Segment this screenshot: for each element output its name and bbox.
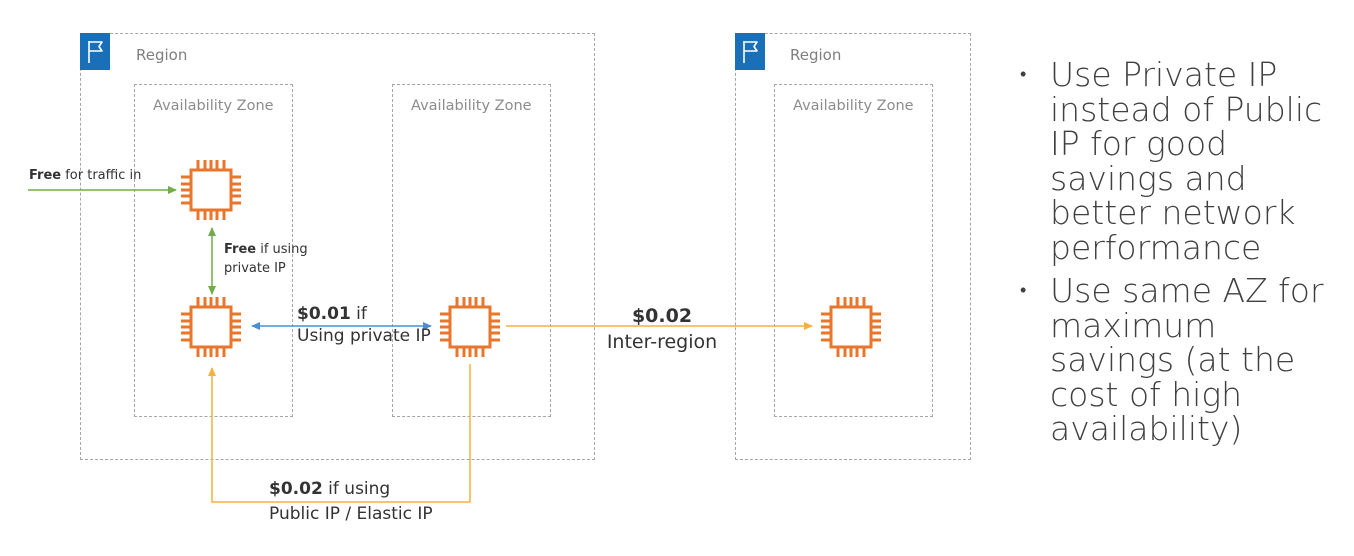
- region-1-box: [80, 33, 595, 460]
- ec2-instance-chip-icon: [437, 294, 503, 360]
- ingress-label: Free for traffic in: [29, 166, 141, 185]
- availability-zone-label: Availability Zone: [153, 98, 274, 114]
- same-az-text-2: private IP: [224, 261, 286, 276]
- public-ip-label: $0.02 if using Public IP / Elastic IP: [269, 477, 433, 527]
- bullet-item: • Use same AZ for maximum savings (at th…: [1018, 271, 1348, 448]
- availability-zone-label: Availability Zone: [793, 98, 914, 114]
- availability-zone-1-box: [134, 84, 293, 417]
- cross-az-label: $0.01 if Using private IP: [297, 303, 431, 347]
- cross-az-text-1: if: [350, 304, 367, 324]
- public-ip-path: [208, 364, 471, 503]
- bullet-list: • Use Private IP instead of Public IP fo…: [1018, 55, 1348, 456]
- flag-icon: [735, 33, 765, 70]
- cross-az-text-2: Using private IP: [297, 326, 431, 346]
- ingress-text: for traffic in: [61, 168, 142, 183]
- cross-az-price: $0.01: [297, 304, 351, 324]
- bullet-text: Use Private IP instead of Public IP for …: [1050, 55, 1323, 267]
- ec2-instance-chip-icon: [178, 294, 244, 360]
- bullet-text: Use same AZ for maximum savings (at the …: [1050, 271, 1324, 448]
- same-az-private-label: Free if using private IP: [224, 240, 308, 278]
- bullet-dot: •: [1020, 280, 1027, 301]
- same-az-price: Free: [224, 242, 257, 257]
- availability-zone-3-box: [774, 84, 933, 417]
- availability-zone-label: Availability Zone: [411, 98, 532, 114]
- ingress-price: Free: [29, 168, 62, 183]
- availability-zone-2-box: [392, 84, 551, 417]
- inter-region-price: $0.02: [631, 305, 693, 327]
- flag-icon: [80, 33, 110, 70]
- bullet-dot: •: [1020, 64, 1027, 85]
- public-ip-text-1: if using: [322, 479, 391, 499]
- public-ip-price: $0.02: [269, 479, 323, 499]
- region-label: Region: [790, 46, 842, 64]
- same-az-text-1: if using: [256, 242, 308, 257]
- public-ip-text-2: Public IP / Elastic IP: [269, 504, 433, 524]
- region-label: Region: [136, 46, 188, 64]
- inter-region-label: $0.02 Inter-region: [598, 303, 726, 355]
- ec2-instance-chip-icon: [178, 157, 244, 223]
- inter-region-text: Inter-region: [606, 331, 718, 353]
- bullet-item: • Use Private IP instead of Public IP fo…: [1018, 55, 1348, 267]
- ec2-instance-chip-icon: [818, 294, 884, 360]
- region-2-box: [735, 33, 971, 460]
